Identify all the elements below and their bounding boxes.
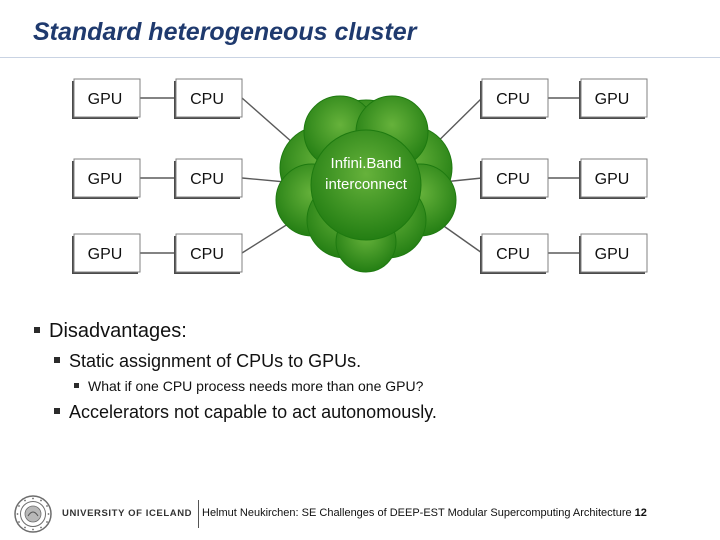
bullet-text: Accelerators not capable to act autonomo… — [69, 402, 437, 422]
bullet-square-icon — [74, 382, 79, 388]
node-left-cpu-2: CPU — [174, 158, 243, 199]
node-left-cpu-1: CPU — [174, 78, 243, 119]
node-left-gpu-2-label: GPU — [88, 171, 123, 188]
node-left-gpu-1-label: GPU — [88, 91, 123, 108]
node-left-gpu-2: GPU — [72, 158, 141, 199]
bullet-square-icon — [54, 408, 60, 415]
node-left-cpu-2-label: CPU — [190, 171, 224, 188]
node-left-cpu-2-box — [175, 158, 243, 198]
node-left-gpu-1: GPU — [72, 78, 141, 119]
footer-divider — [198, 500, 199, 528]
node-right-gpu-2-box — [580, 158, 648, 198]
node-right-gpu-1-box — [580, 78, 648, 118]
node-left-gpu-3: GPU — [72, 233, 141, 274]
page-number: 12 — [634, 507, 647, 519]
bullet-accelerators: Accelerators not capable to act autonomo… — [34, 400, 694, 424]
footer-citation: Helmut Neukirchen: SE Challenges of DEEP… — [202, 507, 647, 519]
disadvantages-list: Disadvantages: Static assignment of CPUs… — [34, 318, 694, 424]
node-left-gpu-1-box — [73, 78, 141, 118]
university-name: UNIVERSITY OF ICELAND — [62, 508, 193, 519]
compute-nodes: GPU CPU CPU GPU GPU CPU CPU GPU GPU CPU CPU GPU — [72, 78, 648, 274]
node-right-gpu-3-box — [580, 233, 648, 273]
node-right-gpu-1-label: GPU — [595, 91, 630, 108]
node-left-gpu-3-label: GPU — [88, 246, 123, 263]
citation-text: Helmut Neukirchen: SE Challenges of DEEP… — [202, 507, 632, 519]
bullet-more-gpus: What if one CPU process needs more than … — [34, 377, 694, 395]
node-right-cpu-1: CPU — [480, 78, 549, 119]
node-left-gpu-3-box — [73, 233, 141, 273]
node-right-cpu-2-box — [481, 158, 549, 198]
node-right-cpu-3-label: CPU — [496, 246, 530, 263]
node-right-cpu-2: CPU — [480, 158, 549, 199]
interconnect-label-line-1: Infini.Band — [331, 155, 402, 172]
bullet-disadvantages: Disadvantages: — [34, 318, 694, 344]
bullet-text: Static assignment of CPUs to GPUs. — [69, 351, 362, 371]
node-left-cpu-3-box — [175, 233, 243, 273]
interconnect-label-line-2: interconnect — [325, 176, 408, 193]
node-left-gpu-2-box — [73, 158, 141, 198]
node-right-gpu-2-label: GPU — [595, 171, 630, 188]
bullet-text: What if one CPU process needs more than … — [88, 378, 424, 394]
node-right-cpu-3-box — [481, 233, 549, 273]
node-right-cpu-1-box — [481, 78, 549, 118]
node-left-cpu-1-label: CPU — [190, 91, 224, 108]
bullet-static-assignment: Static assignment of CPUs to GPUs. — [34, 349, 694, 373]
node-right-gpu-3-label: GPU — [595, 246, 630, 263]
node-right-gpu-1: GPU — [579, 78, 648, 119]
node-left-cpu-1-box — [175, 78, 243, 118]
bullet-square-icon — [54, 357, 60, 364]
node-right-gpu-2: GPU — [579, 158, 648, 199]
university-seal-icon — [14, 495, 52, 533]
node-right-cpu-2-label: CPU — [496, 171, 530, 188]
infiniband-cloud: Infini.Band interconnect — [275, 95, 457, 273]
node-right-cpu-1-label: CPU — [496, 91, 530, 108]
title-divider — [0, 57, 720, 58]
slide-title: Standard heterogeneous cluster — [33, 18, 417, 46]
node-left-cpu-3-label: CPU — [190, 246, 224, 263]
node-right-gpu-3: GPU — [579, 233, 648, 274]
bullet-square-icon — [34, 326, 40, 333]
cloud-puff-10 — [310, 129, 422, 241]
node-right-cpu-3: CPU — [480, 233, 549, 274]
bullet-text: Disadvantages: — [49, 320, 187, 342]
node-left-cpu-3: CPU — [174, 233, 243, 274]
